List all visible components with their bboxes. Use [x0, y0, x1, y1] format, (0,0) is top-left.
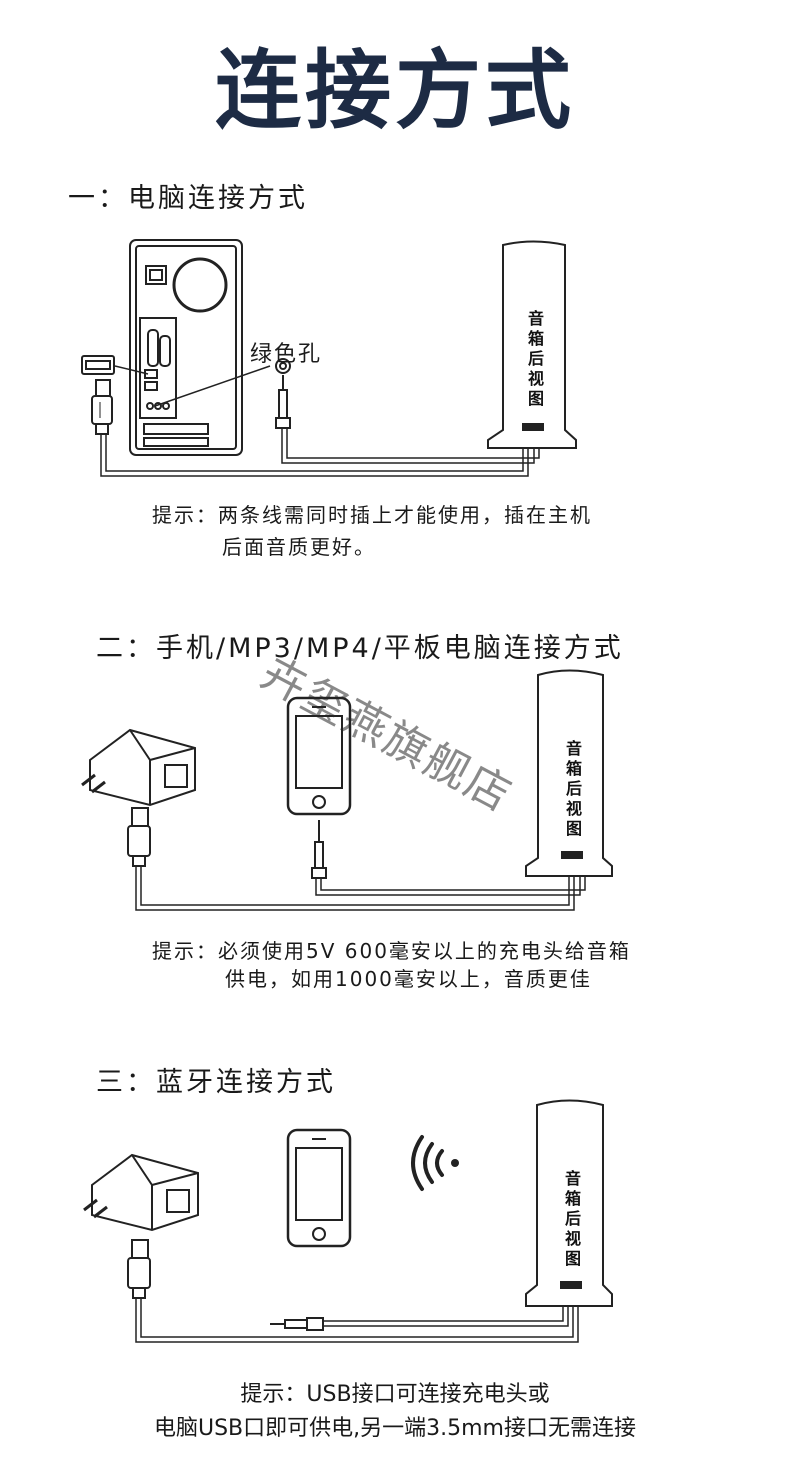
speaker-icon — [487, 240, 577, 449]
bluetooth-signal-icon — [411, 1135, 459, 1191]
speaker-label-2: 音箱后视图 — [563, 740, 582, 840]
tip-3-line2: 电脑USB口即可供电,另一端3.5mm接口无需连接 — [153, 1416, 636, 1441]
speaker-label-1: 音箱后视图 — [525, 310, 544, 410]
speaker-label-3: 音箱后视图 — [562, 1170, 581, 1270]
phone-icon — [286, 696, 352, 816]
section-2-heading: 二：手机/MP3/MP4/平板电脑连接方式 — [96, 633, 624, 664]
usb-plug-icon — [127, 807, 151, 867]
tip-2-line1: 提示：必须使用5V 600毫安以上的充电头给音箱 — [152, 939, 631, 963]
charger-icon — [81, 728, 196, 807]
pc-case-icon — [129, 239, 243, 456]
speaker-icon — [525, 1099, 613, 1307]
charger-icon — [83, 1153, 199, 1232]
tip-2-line2: 供电，如用1000毫安以上，音质更佳 — [225, 967, 592, 991]
audio-jack-icon — [275, 358, 291, 429]
section-3-heading: 三：蓝牙连接方式 — [96, 1067, 336, 1098]
page-title: 连接方式 — [215, 41, 575, 141]
section-1-heading: 一：电脑连接方式 — [68, 183, 308, 214]
phone-icon — [286, 1128, 352, 1248]
tip-1-line2: 后面音质更好。 — [222, 535, 376, 559]
tip-1-line1: 提示：两条线需同时插上才能使用，插在主机 — [152, 503, 592, 527]
speaker-icon — [525, 669, 613, 877]
usb-plug-icon — [127, 1239, 151, 1299]
tip-3-line1: 提示：USB接口可连接充电头或 — [240, 1382, 550, 1407]
usb-plug-icon — [81, 355, 115, 435]
audio-jack-icon — [270, 1317, 324, 1331]
green-port-label: 绿色孔 — [250, 342, 323, 367]
audio-jack-icon — [311, 820, 327, 879]
